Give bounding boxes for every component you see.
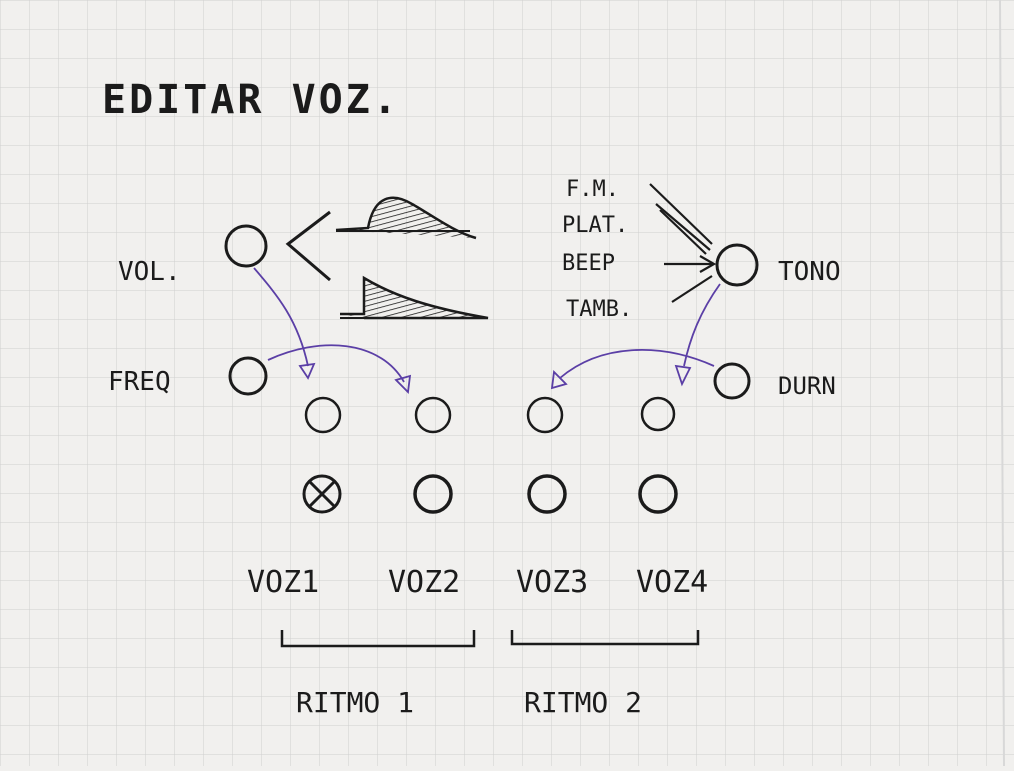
voz2-toggle[interactable] xyxy=(413,474,453,514)
arrow-head-voz2 xyxy=(394,374,412,394)
tone-label: TONO xyxy=(778,257,841,287)
volume-option-bracket xyxy=(285,210,331,282)
arrow-duration-to-voz3 xyxy=(559,349,715,379)
duration-knob[interactable] xyxy=(713,362,751,400)
tone-line-plat-2 xyxy=(659,209,707,255)
tone-line-plat xyxy=(655,203,711,251)
arrow-head-voz1 xyxy=(298,362,316,380)
voz4-top-slot[interactable] xyxy=(640,396,676,432)
frequency-knob[interactable] xyxy=(228,356,268,396)
page-title: EDITAR VOZ. xyxy=(102,77,400,123)
envelope-attack-shape xyxy=(335,196,477,240)
voz3-toggle[interactable] xyxy=(527,474,567,514)
frequency-label: FREQ xyxy=(108,367,171,397)
arrow-frequency-to-voz2 xyxy=(267,344,405,383)
connection-arrows xyxy=(253,267,721,394)
ritmo2-bracket xyxy=(510,630,700,646)
ritmo2-label: RITMO 2 xyxy=(524,686,642,719)
envelope-decay-icon[interactable] xyxy=(340,275,489,320)
tone-option-plat[interactable]: PLAT. xyxy=(562,213,628,238)
voz3-top-slot[interactable] xyxy=(526,396,564,434)
tone-option-beep[interactable]: BEEP xyxy=(562,251,615,276)
volume-knob[interactable] xyxy=(224,224,268,268)
page-edge xyxy=(999,0,1005,767)
volume-label: VOL. xyxy=(118,257,181,287)
duration-label: DURN xyxy=(778,372,836,400)
voz1-mute-cross-b xyxy=(307,479,337,509)
voz1-mute-toggle[interactable] xyxy=(302,474,342,514)
ritmo1-label: RITMO 1 xyxy=(296,686,414,719)
tone-line-tamb xyxy=(671,275,713,303)
arrow-volume-to-voz1 xyxy=(253,267,309,367)
voz1-label: VOZ1 xyxy=(247,565,319,600)
arrow-head-voz3 xyxy=(550,370,568,390)
tone-option-tamb[interactable]: TAMB. xyxy=(566,297,632,322)
voz2-label: VOZ2 xyxy=(388,565,460,600)
tone-line-fm xyxy=(649,183,713,245)
envelope-attack-icon[interactable] xyxy=(335,196,477,240)
voz4-toggle[interactable] xyxy=(638,474,678,514)
envelope-decay-shape xyxy=(340,275,489,320)
voz4-label: VOZ4 xyxy=(636,565,708,600)
voz1-top-slot[interactable] xyxy=(304,396,342,434)
voz3-label: VOZ3 xyxy=(516,565,588,600)
tone-line-beep-arrow xyxy=(699,255,717,273)
arrow-head-voz4 xyxy=(674,364,692,387)
voz2-top-slot[interactable] xyxy=(414,396,452,434)
tone-option-fm[interactable]: F.M. xyxy=(566,177,619,202)
arrow-tone-to-voz4 xyxy=(683,283,721,367)
tone-knob[interactable] xyxy=(715,243,759,287)
ritmo1-bracket xyxy=(280,630,476,648)
tone-connector-lines xyxy=(649,183,717,303)
voz1-mute-circle xyxy=(302,474,342,514)
